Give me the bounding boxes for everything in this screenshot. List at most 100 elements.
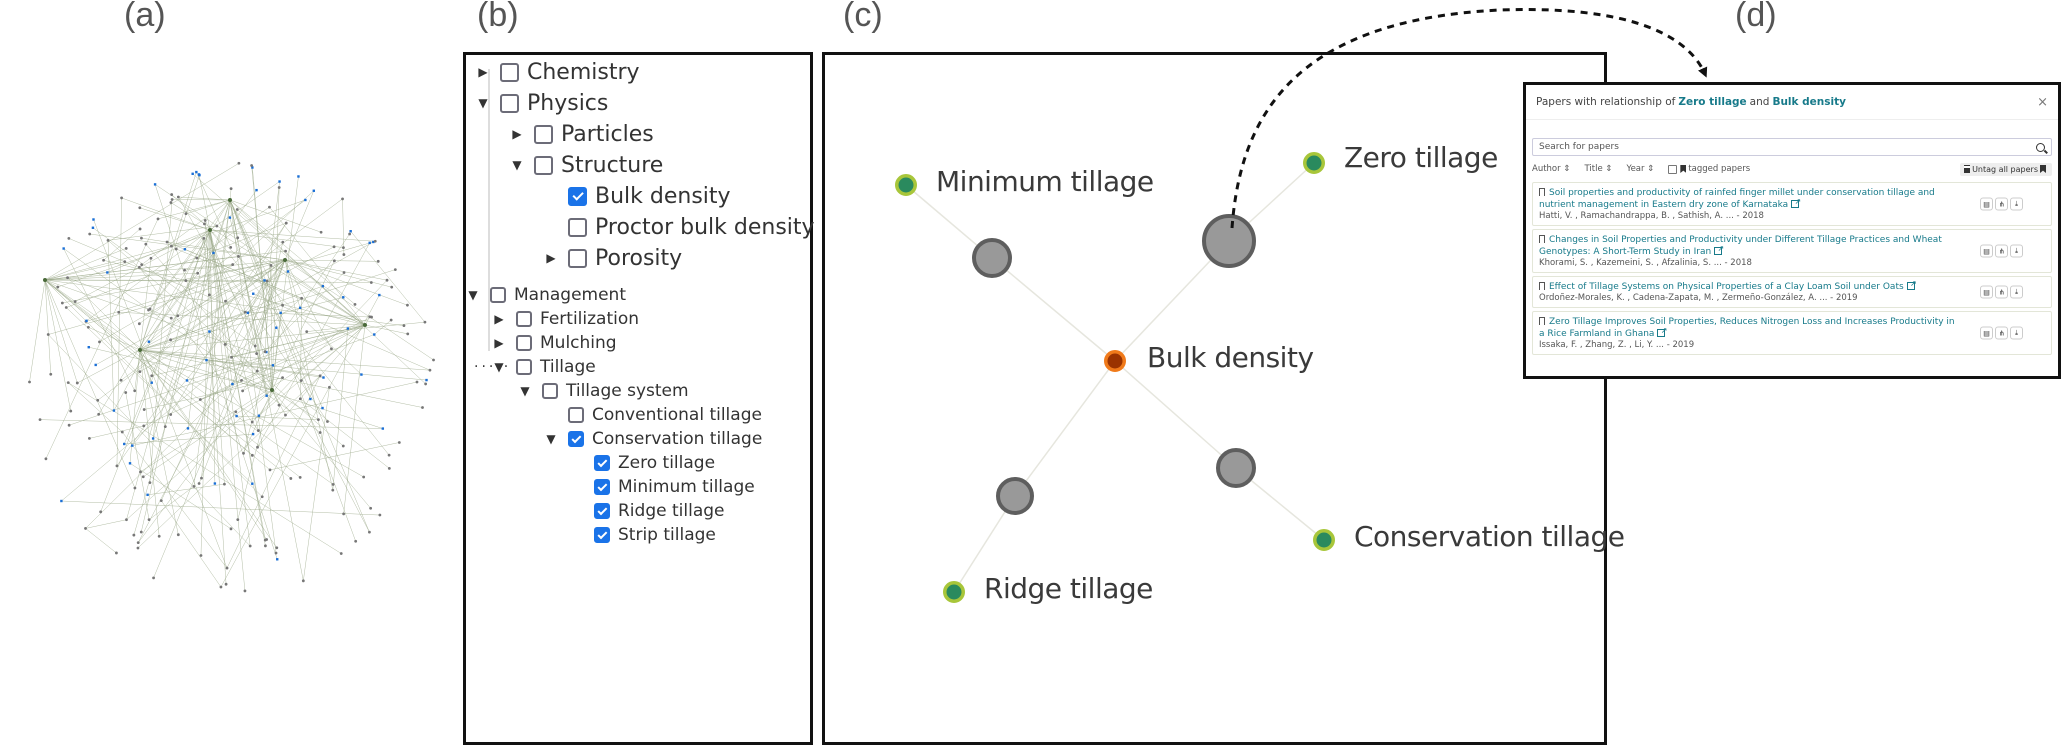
overview-paper-node[interactable] — [255, 352, 259, 355]
overview-paper-node[interactable] — [67, 423, 71, 427]
paper-cluster-node[interactable] — [1202, 214, 1256, 268]
overview-paper-node[interactable] — [342, 253, 346, 256]
overview-paper-node[interactable] — [98, 340, 101, 344]
overview-paper-node[interactable] — [106, 238, 110, 242]
overview-paper-node[interactable] — [318, 374, 322, 378]
overview-paper-node[interactable] — [137, 322, 141, 326]
overview-paper-node[interactable] — [198, 398, 202, 401]
tree-item-bulk-density[interactable]: Bulk density — [544, 181, 731, 211]
overview-paper-node[interactable] — [354, 539, 358, 543]
overview-paper-node[interactable] — [342, 246, 345, 250]
overview-concept-node[interactable] — [275, 326, 278, 329]
overview-paper-node[interactable] — [115, 551, 118, 555]
paper-title-link[interactable]: Soil properties and productivity of rain… — [1539, 188, 1935, 210]
overview-concept-node[interactable] — [312, 189, 316, 192]
overview-concept-node[interactable] — [150, 381, 153, 384]
overview-paper-node[interactable] — [133, 389, 137, 393]
overview-paper-node[interactable] — [393, 268, 397, 272]
overview-concept-node[interactable] — [106, 271, 109, 274]
overview-paper-node[interactable] — [174, 247, 178, 251]
tree-item-conventional-tillage[interactable]: Conventional tillage — [544, 403, 762, 427]
overview-paper-node[interactable] — [139, 470, 142, 474]
caret-right-icon[interactable]: ▶ — [512, 127, 522, 141]
overview-paper-node[interactable] — [369, 506, 373, 510]
concept-node-minimum[interactable] — [895, 174, 917, 196]
overview-paper-node[interactable] — [138, 370, 142, 374]
overview-paper-node[interactable] — [234, 410, 238, 414]
tree-item-mulching[interactable]: ▶Mulching — [492, 331, 616, 355]
overview-concept-node[interactable] — [360, 373, 363, 376]
bookmark-outline-icon[interactable] — [1539, 317, 1545, 325]
overview-paper-node[interactable] — [169, 244, 173, 248]
overview-paper-node[interactable] — [138, 206, 142, 210]
overview-paper-node[interactable] — [342, 512, 346, 516]
overview-paper-node[interactable] — [385, 278, 389, 282]
overview-paper-node[interactable] — [373, 239, 377, 243]
overview-concept-node[interactable] — [87, 345, 90, 349]
overview-paper-node[interactable] — [318, 431, 322, 434]
tree-item-porosity[interactable]: ▶Porosity — [544, 243, 682, 273]
overview-concept-node[interactable] — [205, 358, 208, 362]
overview-paper-node[interactable] — [156, 217, 160, 221]
overview-paper-node[interactable] — [300, 296, 304, 300]
node-label-ridge[interactable]: Ridge tillage — [984, 572, 1153, 605]
overview-paper-node[interactable] — [142, 424, 146, 428]
overview-concept-node[interactable] — [265, 394, 268, 397]
bookmark-outline-icon[interactable] — [1539, 235, 1545, 243]
overview-paper-node[interactable] — [66, 276, 69, 280]
external-link-icon[interactable] — [1714, 243, 1724, 255]
overview-paper-node[interactable] — [330, 347, 333, 351]
sort-title-button[interactable]: Title ⇕ — [1584, 164, 1613, 174]
overview-paper-node[interactable] — [406, 303, 409, 307]
overview-paper-node[interactable] — [332, 245, 336, 249]
overview-concept-node[interactable] — [212, 251, 215, 255]
overview-concept-node[interactable] — [304, 198, 307, 202]
overview-paper-node[interactable] — [265, 538, 269, 541]
overview-paper-node[interactable] — [370, 315, 373, 319]
node-label-minimum[interactable]: Minimum tillage — [936, 165, 1154, 198]
overview-concept-node[interactable] — [195, 170, 198, 174]
caret-down-icon[interactable]: ▼ — [546, 432, 556, 446]
tagged-papers-checkbox[interactable] — [1668, 164, 1678, 174]
overview-paper-node[interactable] — [362, 475, 366, 479]
overview-paper-node[interactable] — [169, 338, 173, 342]
overview-paper-node[interactable] — [243, 589, 247, 593]
overview-paper-node[interactable] — [137, 265, 141, 269]
overview-paper-node[interactable] — [215, 224, 219, 228]
overview-paper-node[interactable] — [44, 457, 48, 461]
overview-concept-node[interactable] — [321, 406, 324, 410]
overview-paper-node[interactable] — [203, 219, 207, 222]
overview-paper-node[interactable] — [157, 534, 161, 538]
overview-paper-node[interactable] — [424, 382, 428, 386]
overview-paper-node[interactable] — [281, 240, 285, 244]
search-icon[interactable] — [2036, 142, 2045, 152]
tree-item-fertilization[interactable]: ▶Fertilization — [492, 307, 639, 331]
tree-checkbox[interactable] — [534, 124, 553, 144]
overview-concept-node[interactable] — [235, 414, 238, 418]
overview-paper-node[interactable] — [88, 232, 92, 236]
overview-concept-node[interactable] — [246, 311, 250, 315]
overview-paper-node[interactable] — [237, 161, 241, 165]
overview-concept-node[interactable] — [231, 382, 234, 386]
external-link-icon[interactable] — [1906, 278, 1917, 290]
overview-concept-node[interactable] — [153, 183, 157, 186]
caret-right-icon[interactable]: ▶ — [546, 251, 556, 265]
caret-down-icon[interactable]: ▼ — [512, 158, 522, 172]
overview-paper-node[interactable] — [432, 358, 435, 362]
overview-paper-node[interactable] — [260, 495, 264, 499]
overview-concept-node[interactable] — [276, 558, 279, 561]
node-label-zero[interactable]: Zero tillage — [1344, 141, 1498, 174]
overview-concept-node[interactable] — [191, 172, 194, 175]
concept-node-conservation[interactable] — [1313, 529, 1335, 551]
paper-cluster-node[interactable] — [1216, 448, 1256, 488]
overview-paper-node[interactable] — [169, 413, 173, 416]
overview-concept-node[interactable] — [349, 230, 352, 233]
overview-paper-node[interactable] — [207, 293, 211, 297]
overview-paper-node[interactable] — [284, 249, 287, 253]
overview-paper-node[interactable] — [60, 301, 64, 305]
overview-paper-node[interactable] — [281, 376, 284, 380]
overview-paper-node[interactable] — [136, 541, 140, 545]
overview-paper-node[interactable] — [99, 510, 103, 514]
tree-checkbox[interactable] — [594, 503, 610, 519]
overview-concept-node[interactable] — [263, 279, 266, 282]
